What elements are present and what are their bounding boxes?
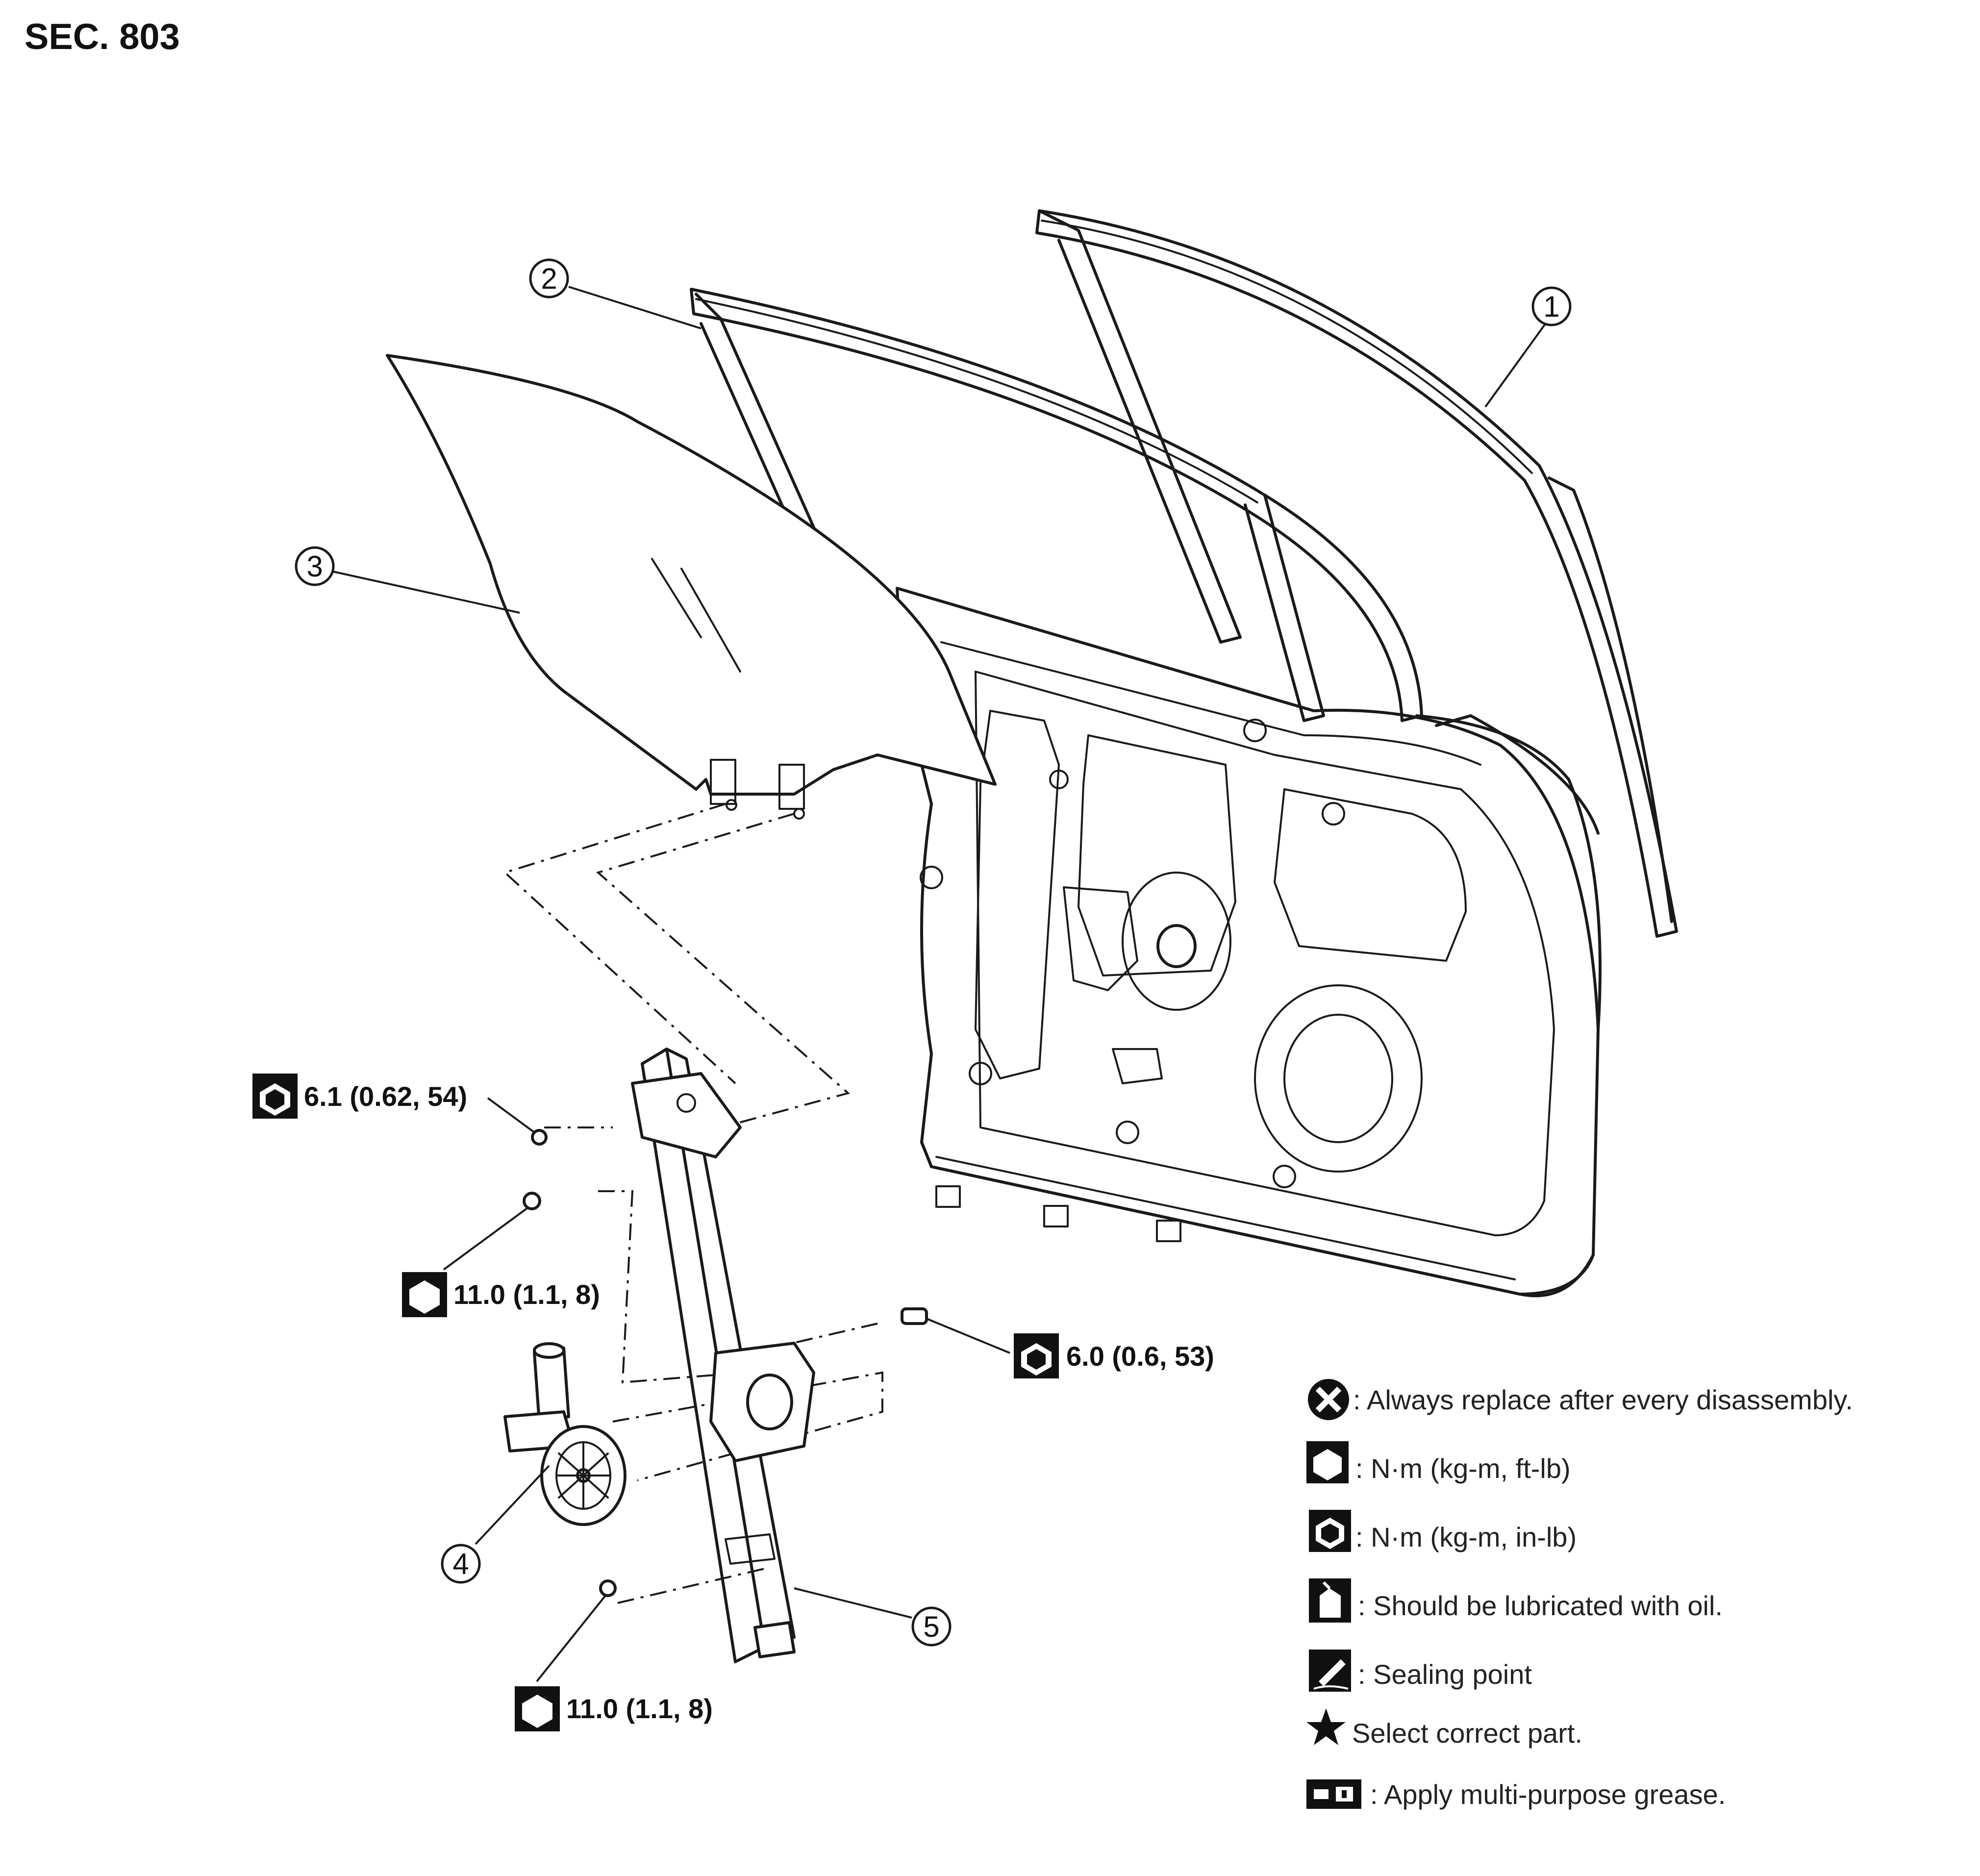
oil-can-icon (1309, 1578, 1351, 1623)
sealing-pen-icon (1309, 1650, 1351, 1692)
legend-ftlb-text: : N·m (kg-m, ft-lb) (1355, 1453, 1571, 1484)
torque-wrench-outline-icon (515, 1686, 560, 1731)
callout-2 (529, 258, 569, 299)
callout-1-label: 1 (1543, 290, 1559, 323)
torque-4-value: 11.0 (1.1, 8) (566, 1693, 713, 1724)
legend-seal-text: : Sealing point (1358, 1659, 1532, 1690)
callout-3-label: 3 (306, 550, 323, 583)
part-5-window-regulator (631, 1048, 815, 1663)
callout-3 (295, 546, 335, 586)
callout-4 (441, 1544, 481, 1584)
part-4-regulator-motor (503, 1342, 627, 1526)
callout-2-label: 2 (541, 262, 557, 295)
section-title: SEC. 803 (25, 16, 180, 57)
door-inner-panel (896, 587, 1602, 1298)
star-icon (1306, 1708, 1346, 1745)
torque-3-value: 6.0 (0.6, 53) (1066, 1341, 1214, 1372)
bolt-4 (599, 1579, 617, 1597)
legend-oil-text: : Should be lubricated with oil. (1358, 1590, 1723, 1621)
bolt-1 (531, 1129, 548, 1146)
part-3-door-glass (386, 354, 997, 820)
torque-wrench-filled-icon (1309, 1510, 1351, 1552)
torque-specs: 6.1 (0.62, 54) 11.0 (1.1, 8) 6.0 (0.6, 5… (252, 1074, 1214, 1731)
bolt-3 (901, 1307, 928, 1325)
grease-gun-icon (1306, 1779, 1361, 1809)
legend-inlb-text: : N·m (kg-m, in-lb) (1355, 1522, 1577, 1552)
callouts: 1 2 3 4 5 (295, 258, 1572, 1647)
torque-2-value: 11.0 (1.1, 8) (453, 1279, 600, 1310)
legend-replace-text: : Always replace after every disassembly… (1353, 1384, 1853, 1415)
legend-select-text: Select correct part. (1352, 1718, 1582, 1749)
torque-wrench-filled-icon (1014, 1333, 1059, 1378)
x-circle-icon (1308, 1379, 1349, 1420)
legend: : Always replace after every disassembly… (1306, 1379, 1853, 1810)
legend-grease-text: : Apply multi-purpose grease. (1370, 1779, 1726, 1810)
callout-5 (911, 1606, 952, 1647)
bolt-2 (523, 1192, 541, 1210)
torque-wrench-outline-icon (1306, 1441, 1349, 1483)
callout-4-label: 4 (452, 1548, 469, 1580)
part-1-door-sash-weatherstrip (1035, 209, 1678, 938)
torque-wrench-outline-icon (402, 1272, 447, 1317)
bolts (523, 1129, 928, 1597)
torque-1-value: 6.1 (0.62, 54) (304, 1081, 467, 1112)
callout-5-label: 5 (923, 1610, 939, 1643)
callout-1 (1531, 286, 1572, 326)
torque-wrench-filled-icon (252, 1074, 298, 1119)
